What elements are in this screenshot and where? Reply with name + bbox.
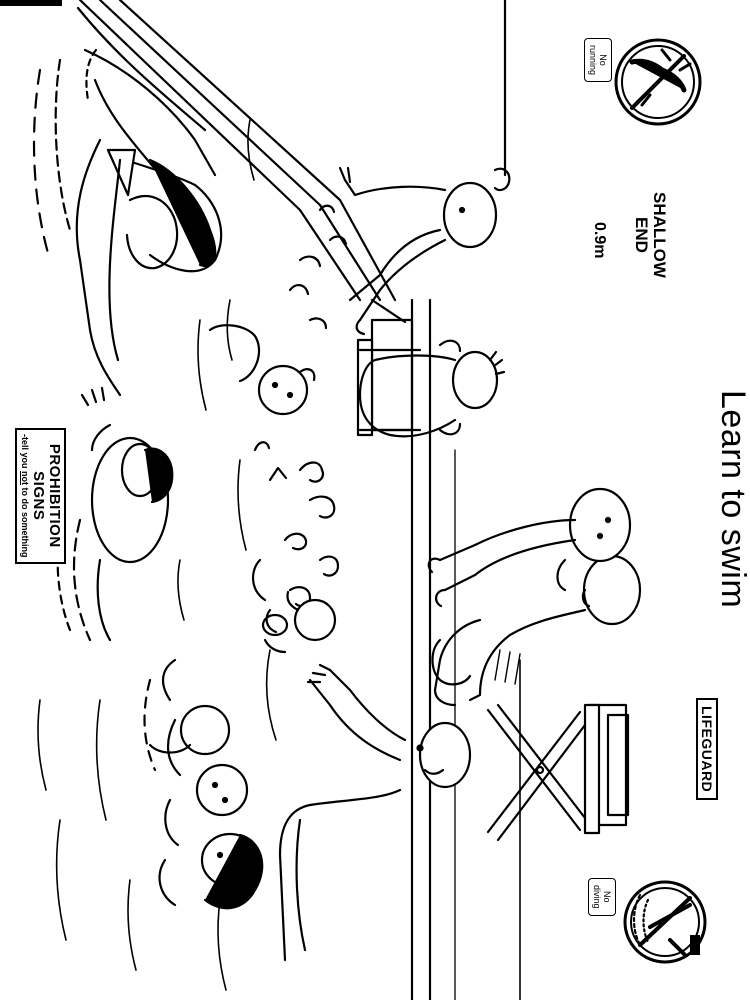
depth-marker: 0.9m [591, 222, 608, 259]
shallow-end-line2: END [632, 217, 651, 253]
children-group [143, 658, 264, 910]
no-running-sign [614, 38, 702, 126]
child-with-float-ring [56, 386, 174, 642]
swimmer-with-ribbon [32, 48, 223, 397]
prohibition-heading-line2: SIGNS [30, 471, 47, 521]
lifeguard-label: LIFEGUARD [696, 698, 718, 801]
page-title: Learn to swim [714, 390, 750, 609]
child-on-ladder [358, 339, 506, 438]
lifeguard-chair [486, 703, 630, 842]
pool-edge [76, 0, 521, 1000]
prohibition-heading-line1: PROHIBITION [46, 443, 63, 548]
no-diving-label: No diving [588, 878, 616, 916]
water-ripples [37, 119, 277, 991]
no-diving-label-line2: diving [592, 885, 602, 909]
shallow-end-sign: SHALLOW END [632, 192, 669, 278]
subtitle-emphasis: not [20, 471, 30, 486]
prohibition-subtitle: -tell you not to do something [19, 434, 30, 558]
subtitle-pre: -tell you [20, 434, 30, 472]
child-in-water-center [208, 324, 316, 416]
baby-with-float [261, 590, 337, 654]
no-running-label-line1: No [598, 54, 608, 66]
shallow-end-line1: SHALLOW [650, 192, 669, 278]
adult-holding-child [427, 487, 642, 707]
no-diving-label-line1: No [602, 891, 612, 903]
no-running-label-line2: running [588, 45, 598, 76]
water-splashes [252, 204, 348, 634]
instructor-in-water [278, 663, 472, 962]
child-sitting-on-edge [338, 166, 511, 336]
pool-ladder [356, 298, 422, 437]
no-running-label: No running [584, 38, 612, 83]
subtitle-post: to do something [20, 485, 30, 558]
prohibition-signs-caption: PROHIBITION SIGNS -tell you not to do so… [15, 428, 66, 564]
no-diving-sign [623, 880, 707, 964]
corner-mark [0, 0, 62, 6]
